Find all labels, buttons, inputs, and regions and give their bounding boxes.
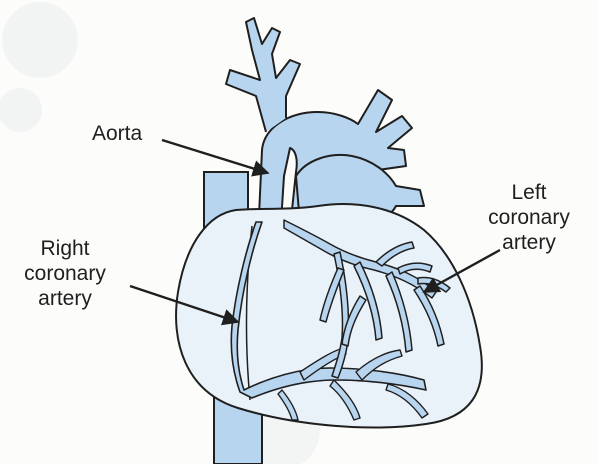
left-coronary-label-line-1: Left [474,180,584,205]
left-coronary-artery-label: Left coronary artery [474,180,584,255]
aorta-label-text: Aorta [92,121,170,146]
aorta-pointer-arrow [162,140,268,173]
left-coronary-label-line-3: artery [474,230,584,255]
right-coronary-artery-label: Right coronary artery [4,236,126,311]
brachiocephalic-artery [226,18,300,132]
right-coronary-label-line-2: coronary [4,261,126,286]
left-coronary-label-line-2: coronary [474,205,584,230]
right-coronary-label-line-3: artery [4,286,126,311]
right-coronary-label-line-1: Right [4,236,126,261]
aorta-label: Aorta [92,121,170,146]
